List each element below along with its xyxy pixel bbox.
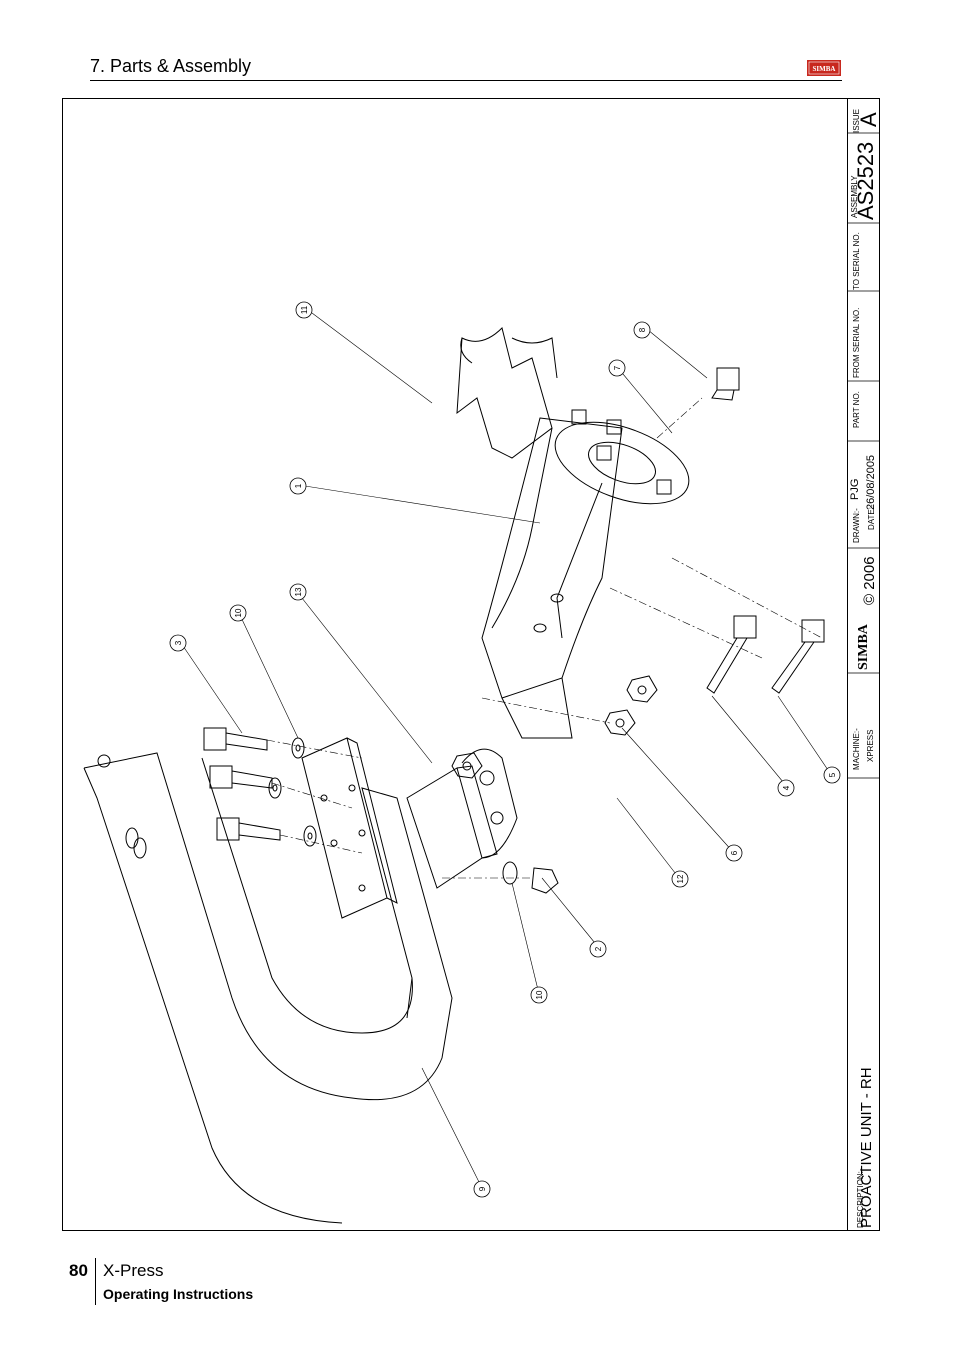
bolt-set-part-3 bbox=[203, 727, 281, 841]
callout-11: 11 bbox=[300, 305, 309, 314]
callout-4: 4 bbox=[782, 785, 791, 790]
description-value: PROACTIVE UNIT - RH bbox=[858, 1067, 875, 1228]
from-serial-label: FROM SERIAL NO. bbox=[852, 307, 861, 378]
assembly-number: AS2523 bbox=[853, 141, 878, 220]
callout-10: 10 bbox=[234, 608, 243, 617]
title-block bbox=[847, 98, 880, 1231]
clamp-bracket bbox=[406, 767, 483, 889]
leg-part-9 bbox=[83, 752, 453, 1101]
callout-3: 3 bbox=[174, 640, 183, 645]
header-rule bbox=[90, 80, 842, 81]
footer-divider bbox=[95, 1258, 96, 1305]
callout-10b: 10 bbox=[535, 990, 544, 999]
footer-subtitle: Operating Instructions bbox=[103, 1286, 254, 1302]
callout-12: 12 bbox=[676, 874, 685, 883]
sleeve-part-11 bbox=[456, 327, 553, 459]
copyright: © 2006 bbox=[861, 556, 878, 605]
issue-value: A bbox=[856, 112, 881, 127]
part-no-label: PART NO. bbox=[852, 391, 861, 428]
to-serial-label: TO SERIAL NO. bbox=[852, 232, 861, 290]
callout-6: 6 bbox=[730, 850, 739, 855]
drawing-frame bbox=[62, 98, 880, 1231]
logo-text: SIMBA bbox=[813, 65, 836, 73]
callout-7: 7 bbox=[613, 365, 622, 370]
callout-2: 2 bbox=[594, 946, 603, 951]
callout-1: 1 bbox=[294, 483, 303, 488]
machine-value: XPRESS bbox=[866, 729, 875, 762]
title-block-dividers bbox=[847, 132, 880, 779]
page-number: 80 bbox=[69, 1261, 88, 1280]
pin-part-4 bbox=[706, 615, 757, 694]
machine-label: MACHINE:- bbox=[852, 728, 861, 770]
drawn-value: PJG bbox=[849, 478, 861, 500]
mounting-plate bbox=[301, 737, 388, 919]
drawn-label: DRAWN:- bbox=[852, 508, 861, 543]
main-housing-part-1 bbox=[481, 417, 623, 699]
simba-logo: SIMBA bbox=[807, 60, 841, 76]
date-value: 26/08/2005 bbox=[865, 454, 877, 510]
title-brand: SIMBA bbox=[856, 624, 871, 670]
callout-8: 8 bbox=[638, 327, 647, 332]
callout-9: 9 bbox=[478, 1186, 487, 1191]
pin-part-5 bbox=[771, 619, 825, 694]
section-title: 7. Parts & Assembly bbox=[90, 56, 252, 76]
callout-13: 13 bbox=[294, 587, 303, 596]
callout-5: 5 bbox=[828, 772, 837, 777]
footer-brand: X-Press bbox=[103, 1261, 164, 1280]
exploded-parts-drawing: 11 1 3 10 13 8 7 4 5 6 12 2 10 9 bbox=[83, 301, 841, 1224]
